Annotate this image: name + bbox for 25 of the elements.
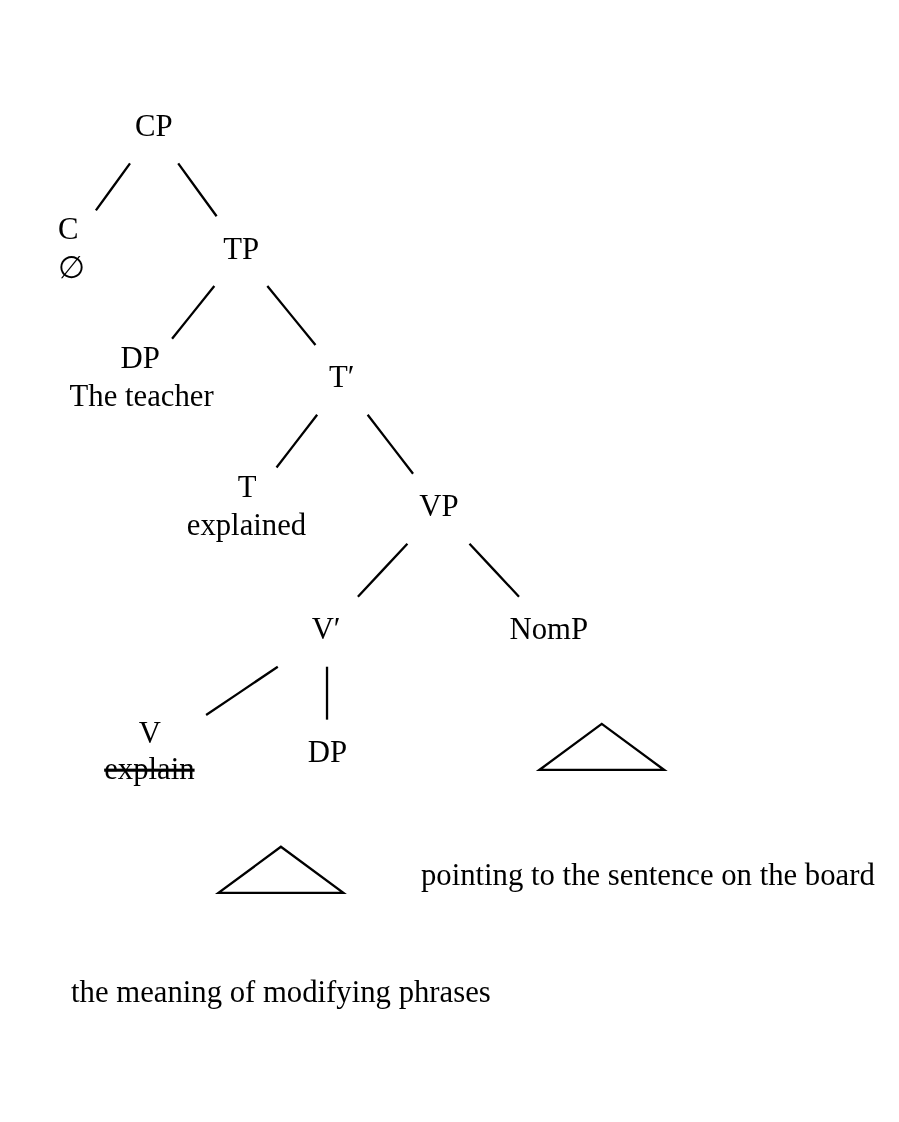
connector — [325, 666, 329, 720]
node-text: TP — [223, 231, 260, 266]
connector — [94, 162, 131, 211]
connector — [366, 413, 414, 474]
node-text: V′ — [311, 611, 341, 646]
node-text: V explain — [104, 715, 195, 786]
connector — [205, 665, 279, 716]
connector — [266, 284, 317, 346]
node-triangle — [535, 721, 668, 771]
node-label: the meaning of modifying phrases — [71, 974, 491, 1009]
connector — [171, 284, 216, 339]
node-text: DP The teacher — [69, 340, 214, 413]
node-text: C ∅ — [58, 211, 86, 285]
node-label: pointing to the sentence on the board — [420, 857, 875, 892]
node-text: NomP — [509, 611, 589, 646]
connector — [357, 542, 409, 597]
connector — [275, 413, 319, 468]
node-text: T′ — [328, 359, 355, 394]
connector — [177, 162, 218, 217]
node-text: T explained — [186, 469, 307, 542]
node-text: DP — [307, 734, 348, 769]
node-text: CP — [134, 108, 173, 143]
node-text: VP — [419, 488, 459, 523]
node-triangle — [214, 844, 347, 894]
connector — [468, 542, 520, 597]
